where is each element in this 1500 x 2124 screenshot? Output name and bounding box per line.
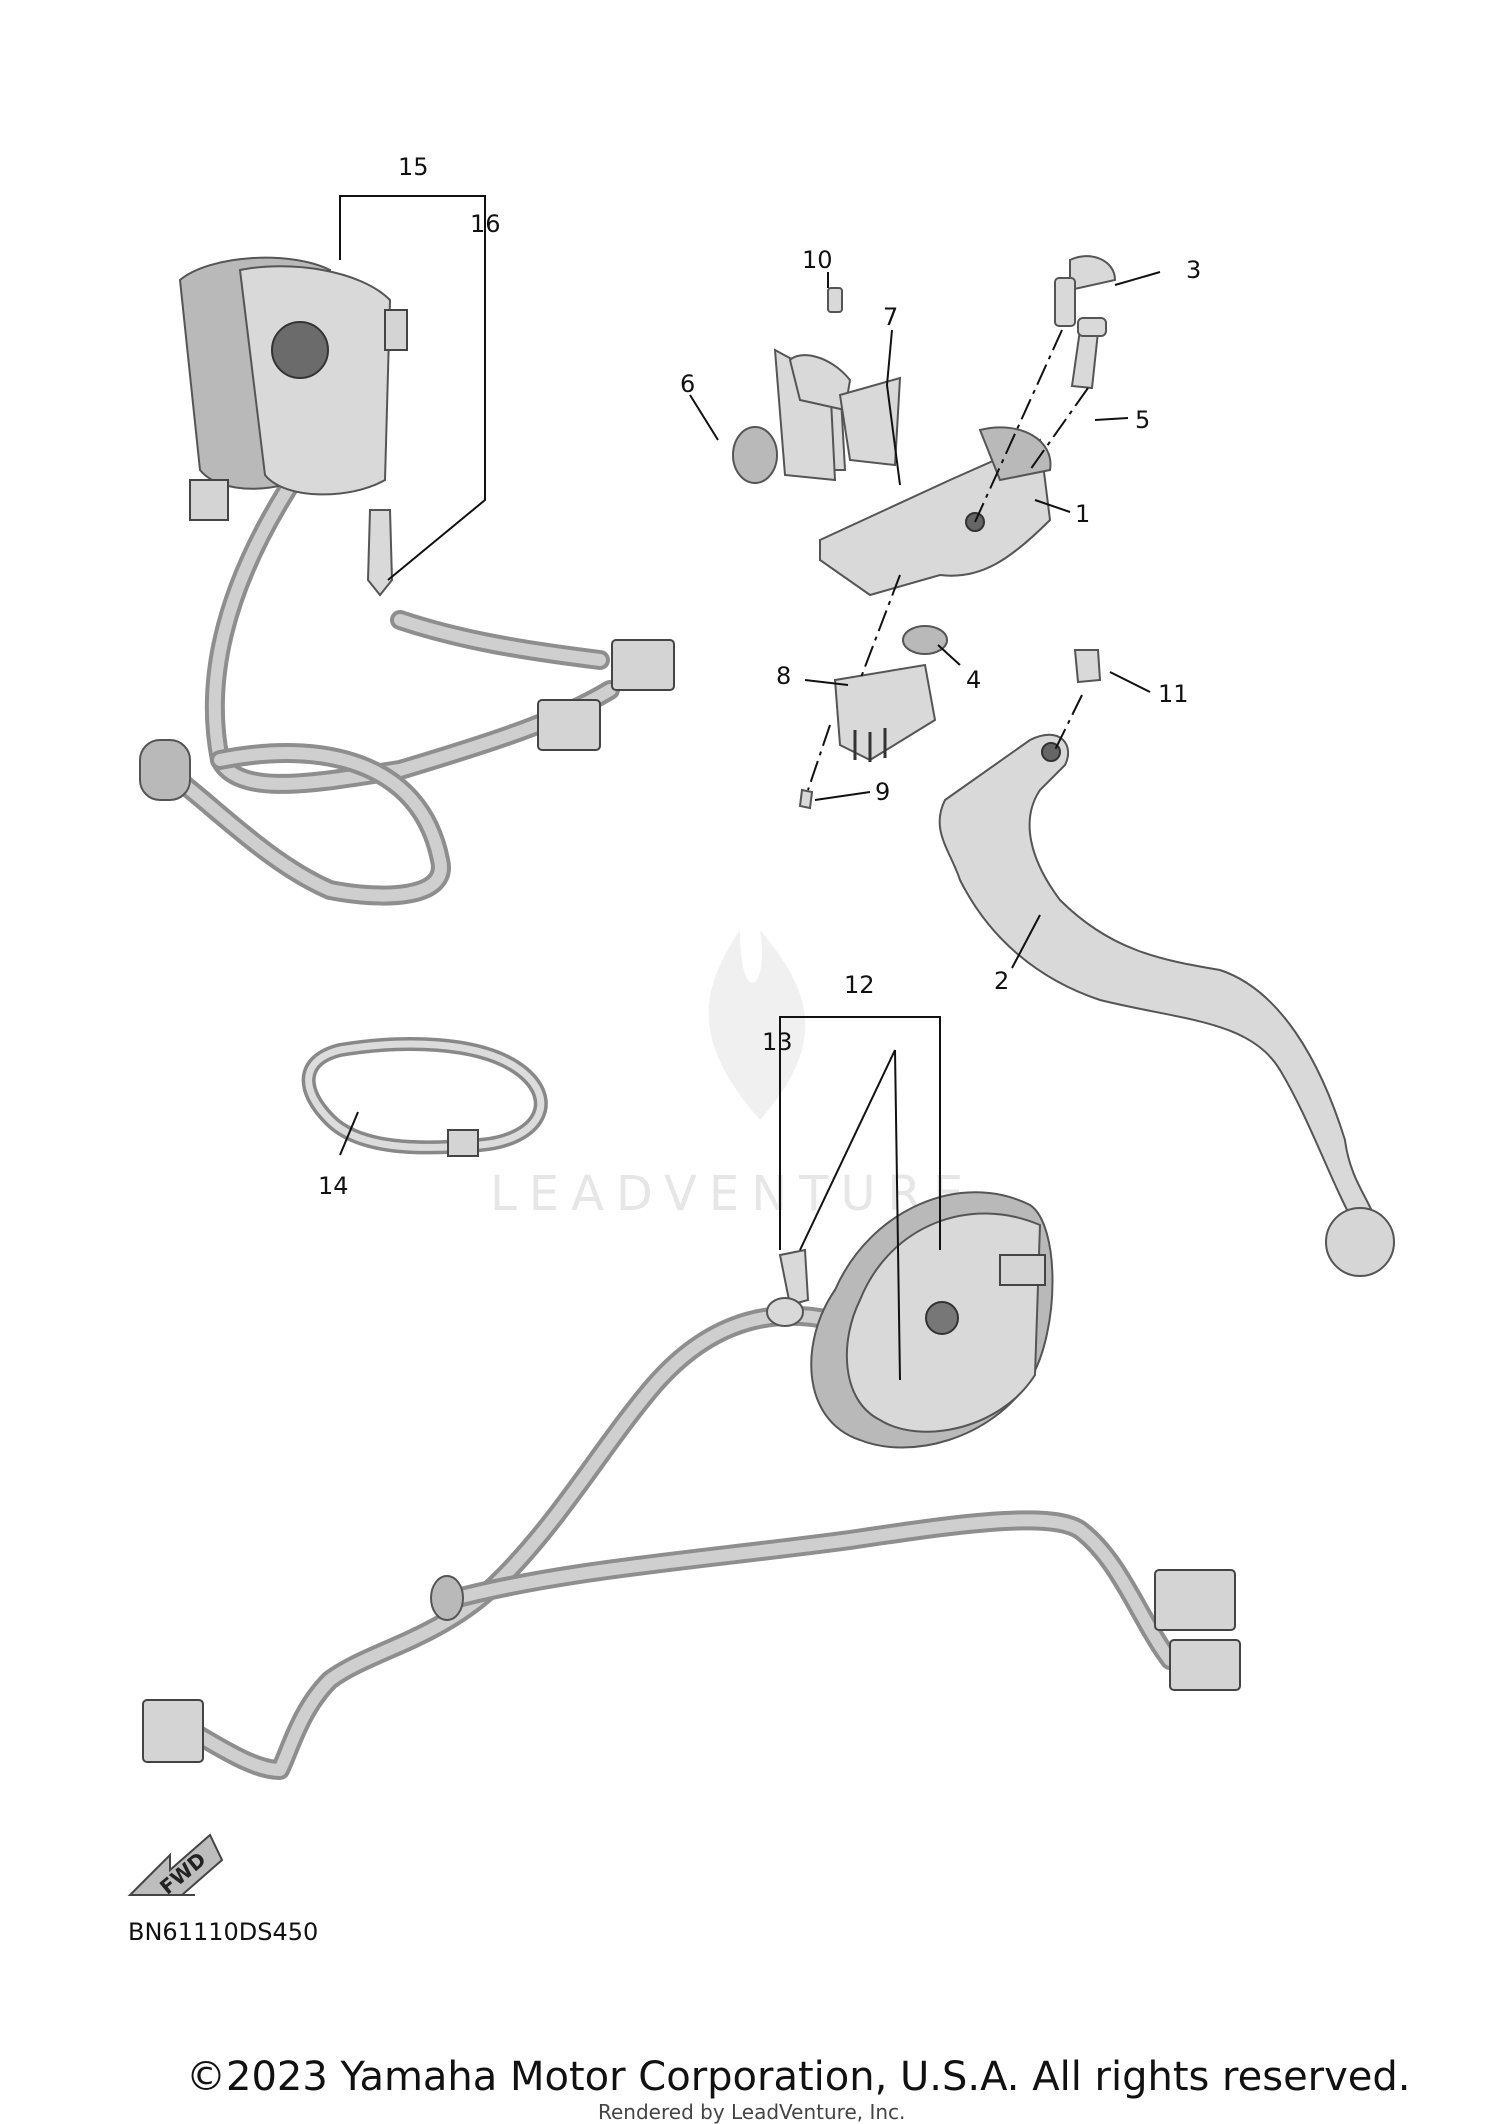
callout-9: 9 <box>875 778 890 806</box>
callout-12: 12 <box>844 971 875 999</box>
watermark: LEADVENTURE <box>490 930 975 1222</box>
callout-2: 2 <box>994 967 1009 995</box>
callout-11: 11 <box>1158 680 1189 708</box>
callout-5: 5 <box>1135 406 1150 434</box>
cable-band-14 <box>301 1037 548 1157</box>
drawing-code: BN61110DS450 <box>128 1918 319 1946</box>
callout-3: 3 <box>1186 256 1201 284</box>
lever-bracket-group <box>732 255 1117 810</box>
handlebar-switch-12 <box>142 1191 1241 1780</box>
callout-labels: 1 2 3 4 5 6 7 8 9 10 11 12 13 14 15 16 <box>318 153 1201 1200</box>
leader-lines <box>339 195 1161 1381</box>
watermark-text: LEADVENTURE <box>490 1166 975 1222</box>
callout-1: 1 <box>1075 500 1090 528</box>
copyright-notice: ©2023 Yamaha Motor Corporation, U.S.A. A… <box>186 2054 1411 2100</box>
callout-8: 8 <box>776 662 791 690</box>
handlebar-switch-15 <box>139 256 675 906</box>
callout-15: 15 <box>398 153 429 181</box>
callout-14: 14 <box>318 1172 349 1200</box>
callout-6: 6 <box>680 370 695 398</box>
callout-13: 13 <box>762 1028 793 1056</box>
rendered-by-notice: Rendered by LeadVenture, Inc. <box>598 2100 906 2124</box>
callout-16: 16 <box>470 210 501 238</box>
forward-direction-arrow: FWD <box>127 1833 224 1899</box>
callout-4: 4 <box>966 666 981 694</box>
callout-10: 10 <box>802 246 833 274</box>
callout-7: 7 <box>883 303 898 331</box>
clutch-lever-2 <box>938 733 1395 1277</box>
